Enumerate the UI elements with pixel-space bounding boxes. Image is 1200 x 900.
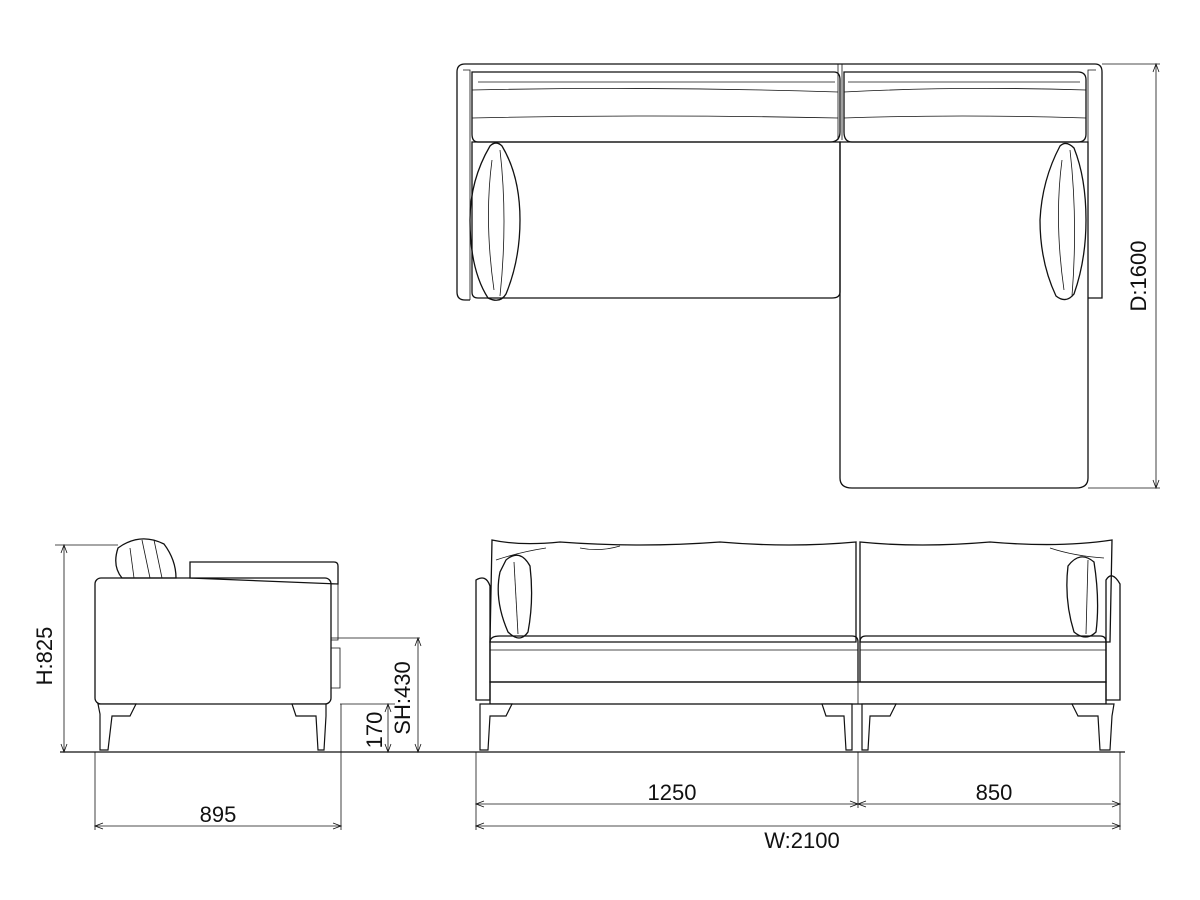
- left-module-width-label: 1250: [648, 780, 697, 805]
- depth-dimension-label: D:1600: [1126, 241, 1151, 312]
- leg-height-dimension-label: 170: [362, 712, 387, 749]
- front-view: 1250 850 W:2100: [474, 539, 1122, 853]
- right-module-width-label: 850: [976, 780, 1013, 805]
- side-view: H:825 SH:430 170 895: [32, 538, 1125, 830]
- seat-height-dimension-label: SH:430: [390, 661, 415, 734]
- side-depth-dimension-label: 895: [200, 802, 237, 827]
- height-dimension-label: H:825: [32, 627, 57, 686]
- plan-view: D:1600: [456, 62, 1160, 490]
- total-width-label: W:2100: [764, 828, 839, 853]
